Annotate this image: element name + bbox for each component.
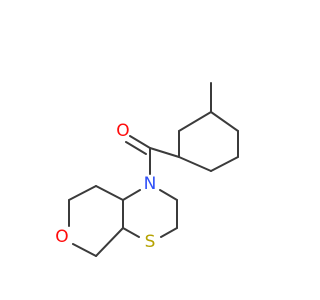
- atom-oxygen-ring: O: [55, 227, 68, 247]
- bond-21: [95, 227, 124, 257]
- bond-18: [68, 185, 97, 201]
- bond-20: [72, 243, 97, 257]
- atom-oxygen-carbonyl: O: [116, 121, 129, 141]
- molecule-structure: O N S O: [55, 82, 239, 257]
- bond-8: [129, 135, 151, 149]
- bond-1: [210, 111, 239, 132]
- bond-11: [159, 189, 178, 201]
- bond-7: [149, 147, 180, 158]
- atom-nitrogen: N: [144, 174, 157, 194]
- bond-9: [125, 141, 147, 155]
- bond-13: [160, 227, 178, 238]
- atom-sulfur: S: [145, 232, 156, 252]
- bond-group: [68, 82, 239, 257]
- bond-16: [122, 189, 141, 201]
- bond-4: [178, 156, 212, 172]
- bond-3: [210, 156, 239, 172]
- bond-17: [95, 185, 124, 201]
- bond-14: [122, 227, 140, 238]
- bond-0: [178, 111, 212, 132]
